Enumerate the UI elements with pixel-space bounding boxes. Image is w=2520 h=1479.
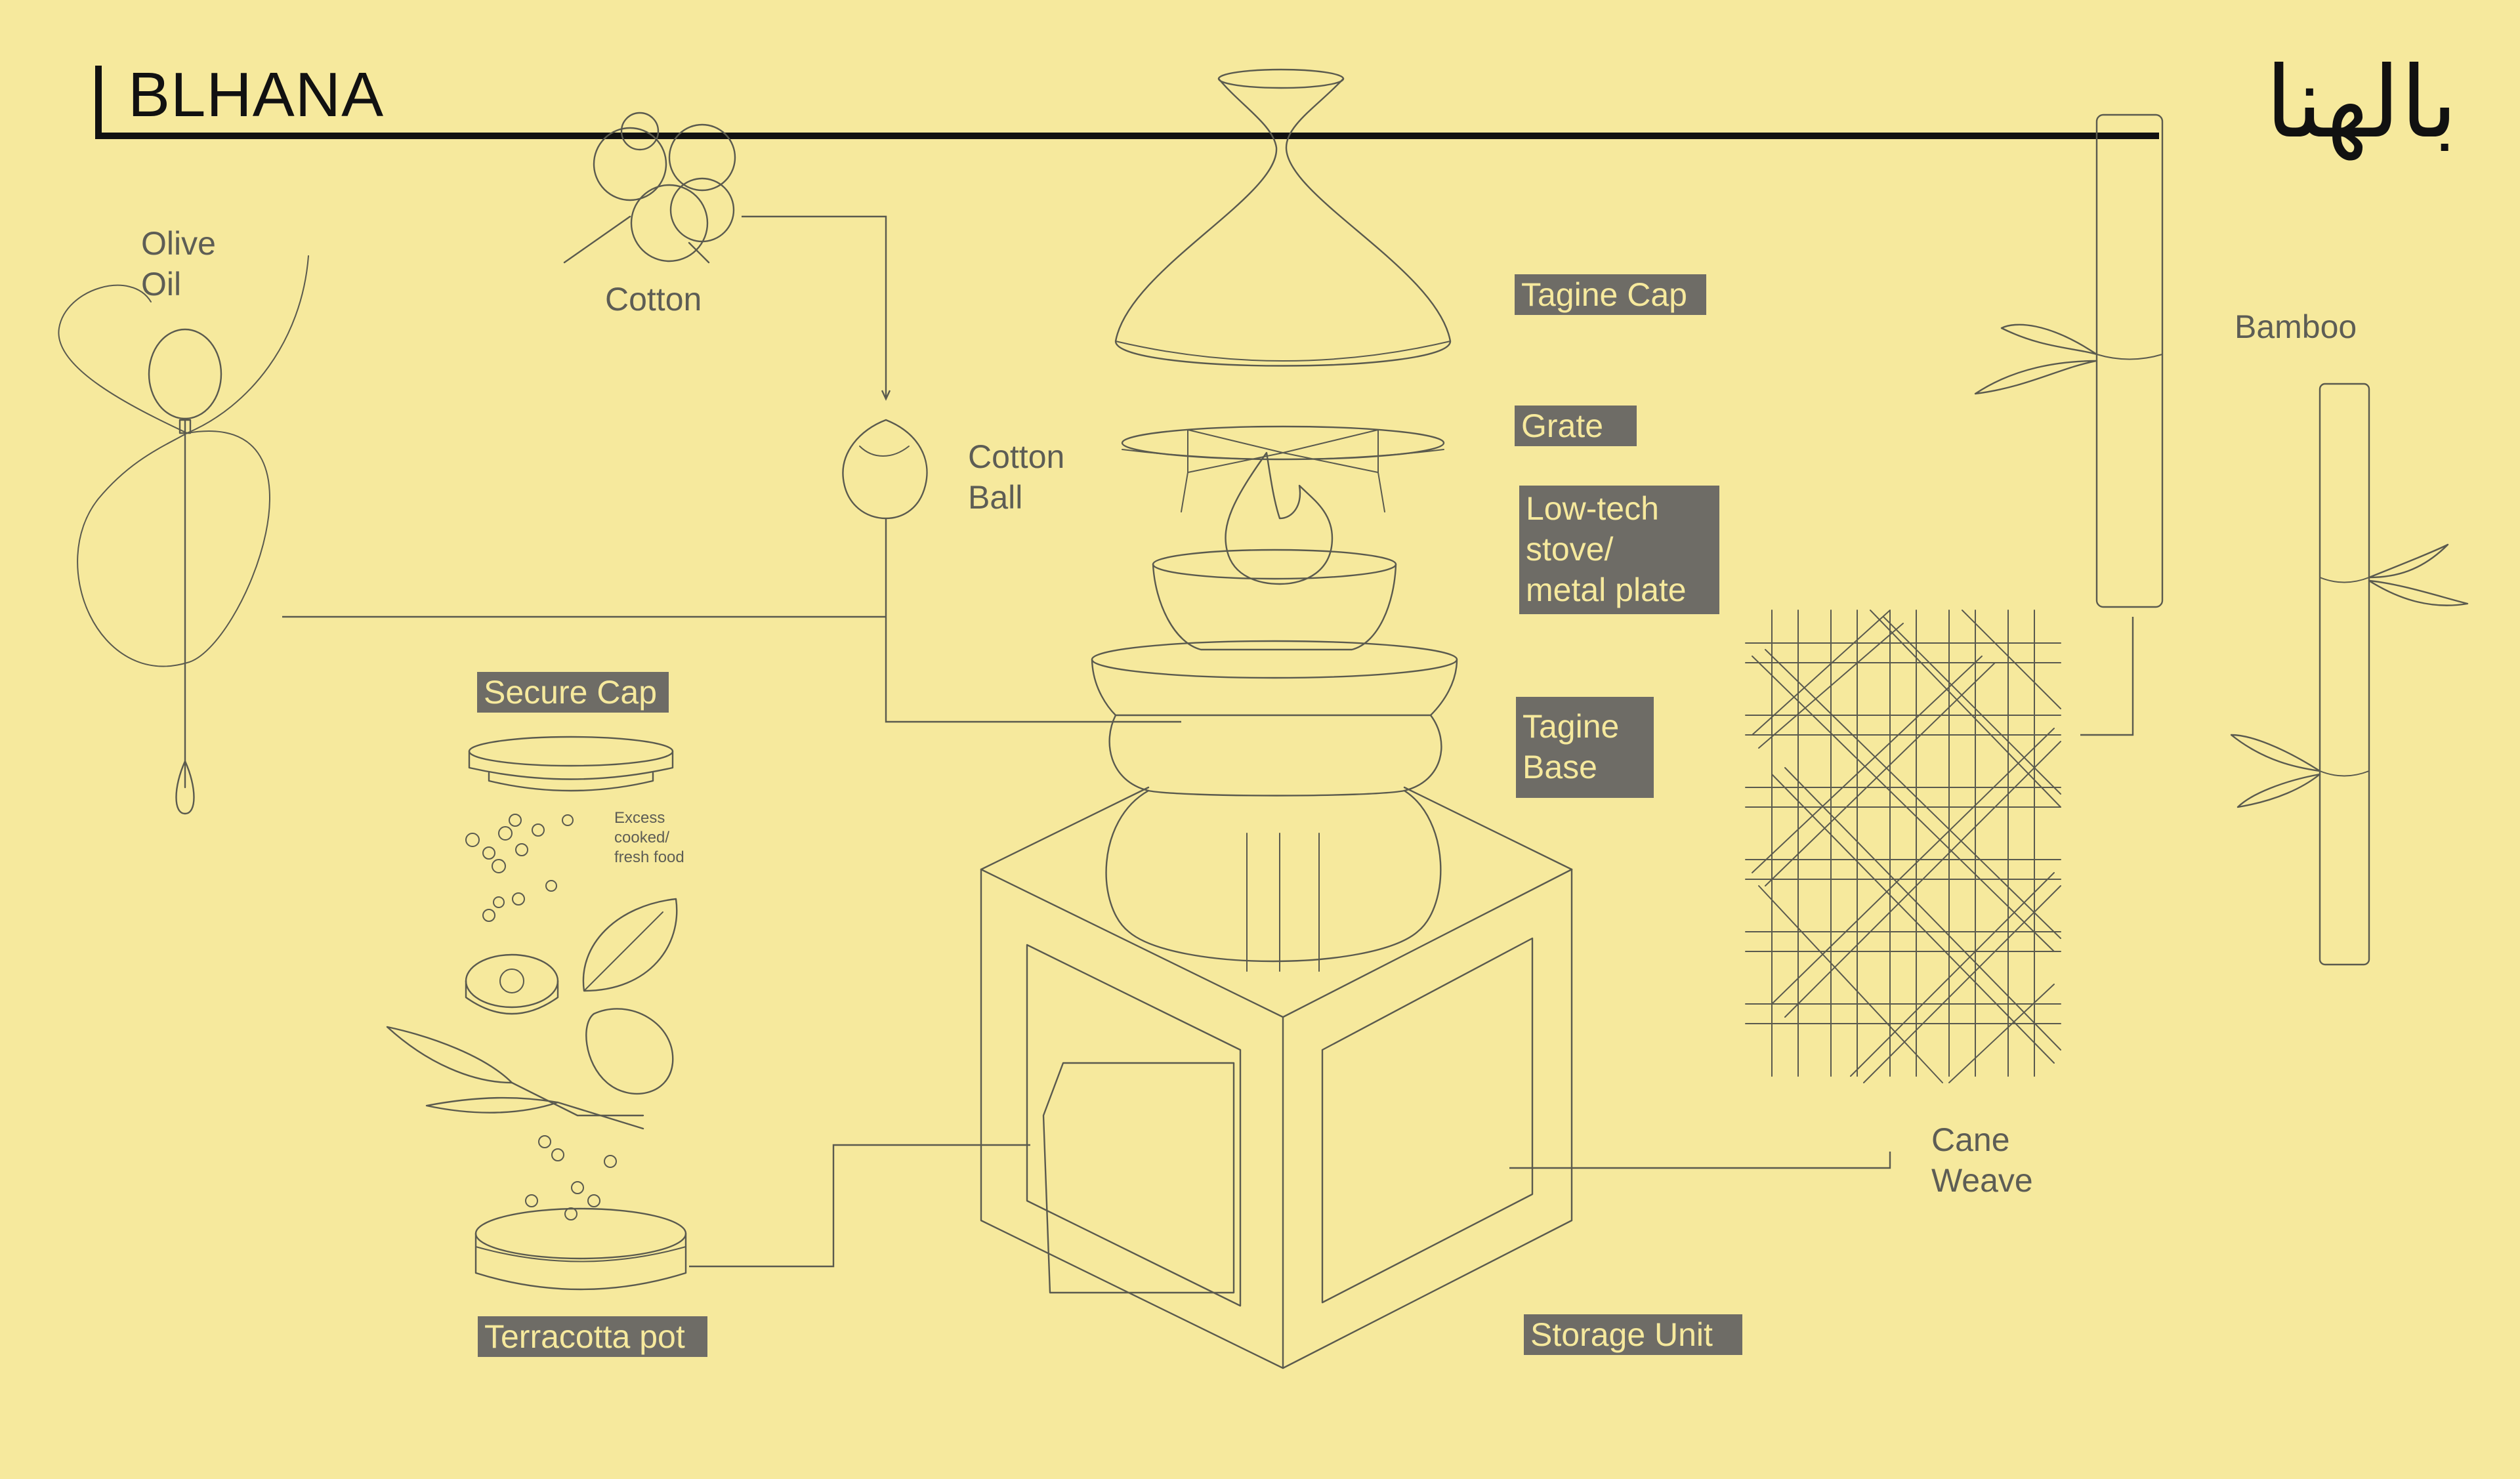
secure-cap-illustration xyxy=(468,736,674,792)
storage-unit-tag: Storage Unit xyxy=(1524,1314,1742,1355)
grate-tag: Grate xyxy=(1515,406,1637,446)
cane-weave-label: Cane Weave xyxy=(1931,1121,2033,1199)
olive-oil-label: Olive Oil xyxy=(141,225,216,302)
olive-oil-illustration xyxy=(58,255,309,815)
food-items-illustration xyxy=(386,814,678,1220)
excess-food-note: Excess cooked/ fresh food xyxy=(614,809,684,866)
bamboo-illustration xyxy=(1974,114,2469,966)
header-frame xyxy=(95,66,2159,139)
storage-unit-illustration xyxy=(980,786,1573,1369)
brand-latin: BLHANA xyxy=(128,60,385,130)
bamboo-label: Bamboo xyxy=(2235,308,2357,345)
grate-illustration xyxy=(1121,425,1445,512)
stove-tag: Low-tech stove/ metal plate xyxy=(1519,486,1719,614)
cotton-ball-illustration xyxy=(842,419,928,520)
stove-illustration xyxy=(1152,451,1397,651)
tagine-cap-tag: Tagine Cap xyxy=(1515,274,1706,315)
connector-lines xyxy=(282,215,2134,1268)
cane-weave-illustration xyxy=(1745,610,2061,1083)
tagine-base-illustration xyxy=(1091,640,1458,972)
cotton-illustration xyxy=(563,112,736,264)
cotton-label: Cotton xyxy=(605,281,702,318)
cotton-ball-label: Cotton Ball xyxy=(968,438,1065,516)
secure-cap-tag: Secure Cap xyxy=(477,672,669,713)
terracotta-pot-illustration xyxy=(474,1207,687,1291)
terracotta-pot-tag: Terracotta pot xyxy=(478,1316,707,1357)
tagine-base-tag: Tagine Base xyxy=(1516,697,1654,798)
tagine-cap-illustration xyxy=(1114,68,1452,367)
brand-arabic: بالهنا xyxy=(2265,46,2458,160)
